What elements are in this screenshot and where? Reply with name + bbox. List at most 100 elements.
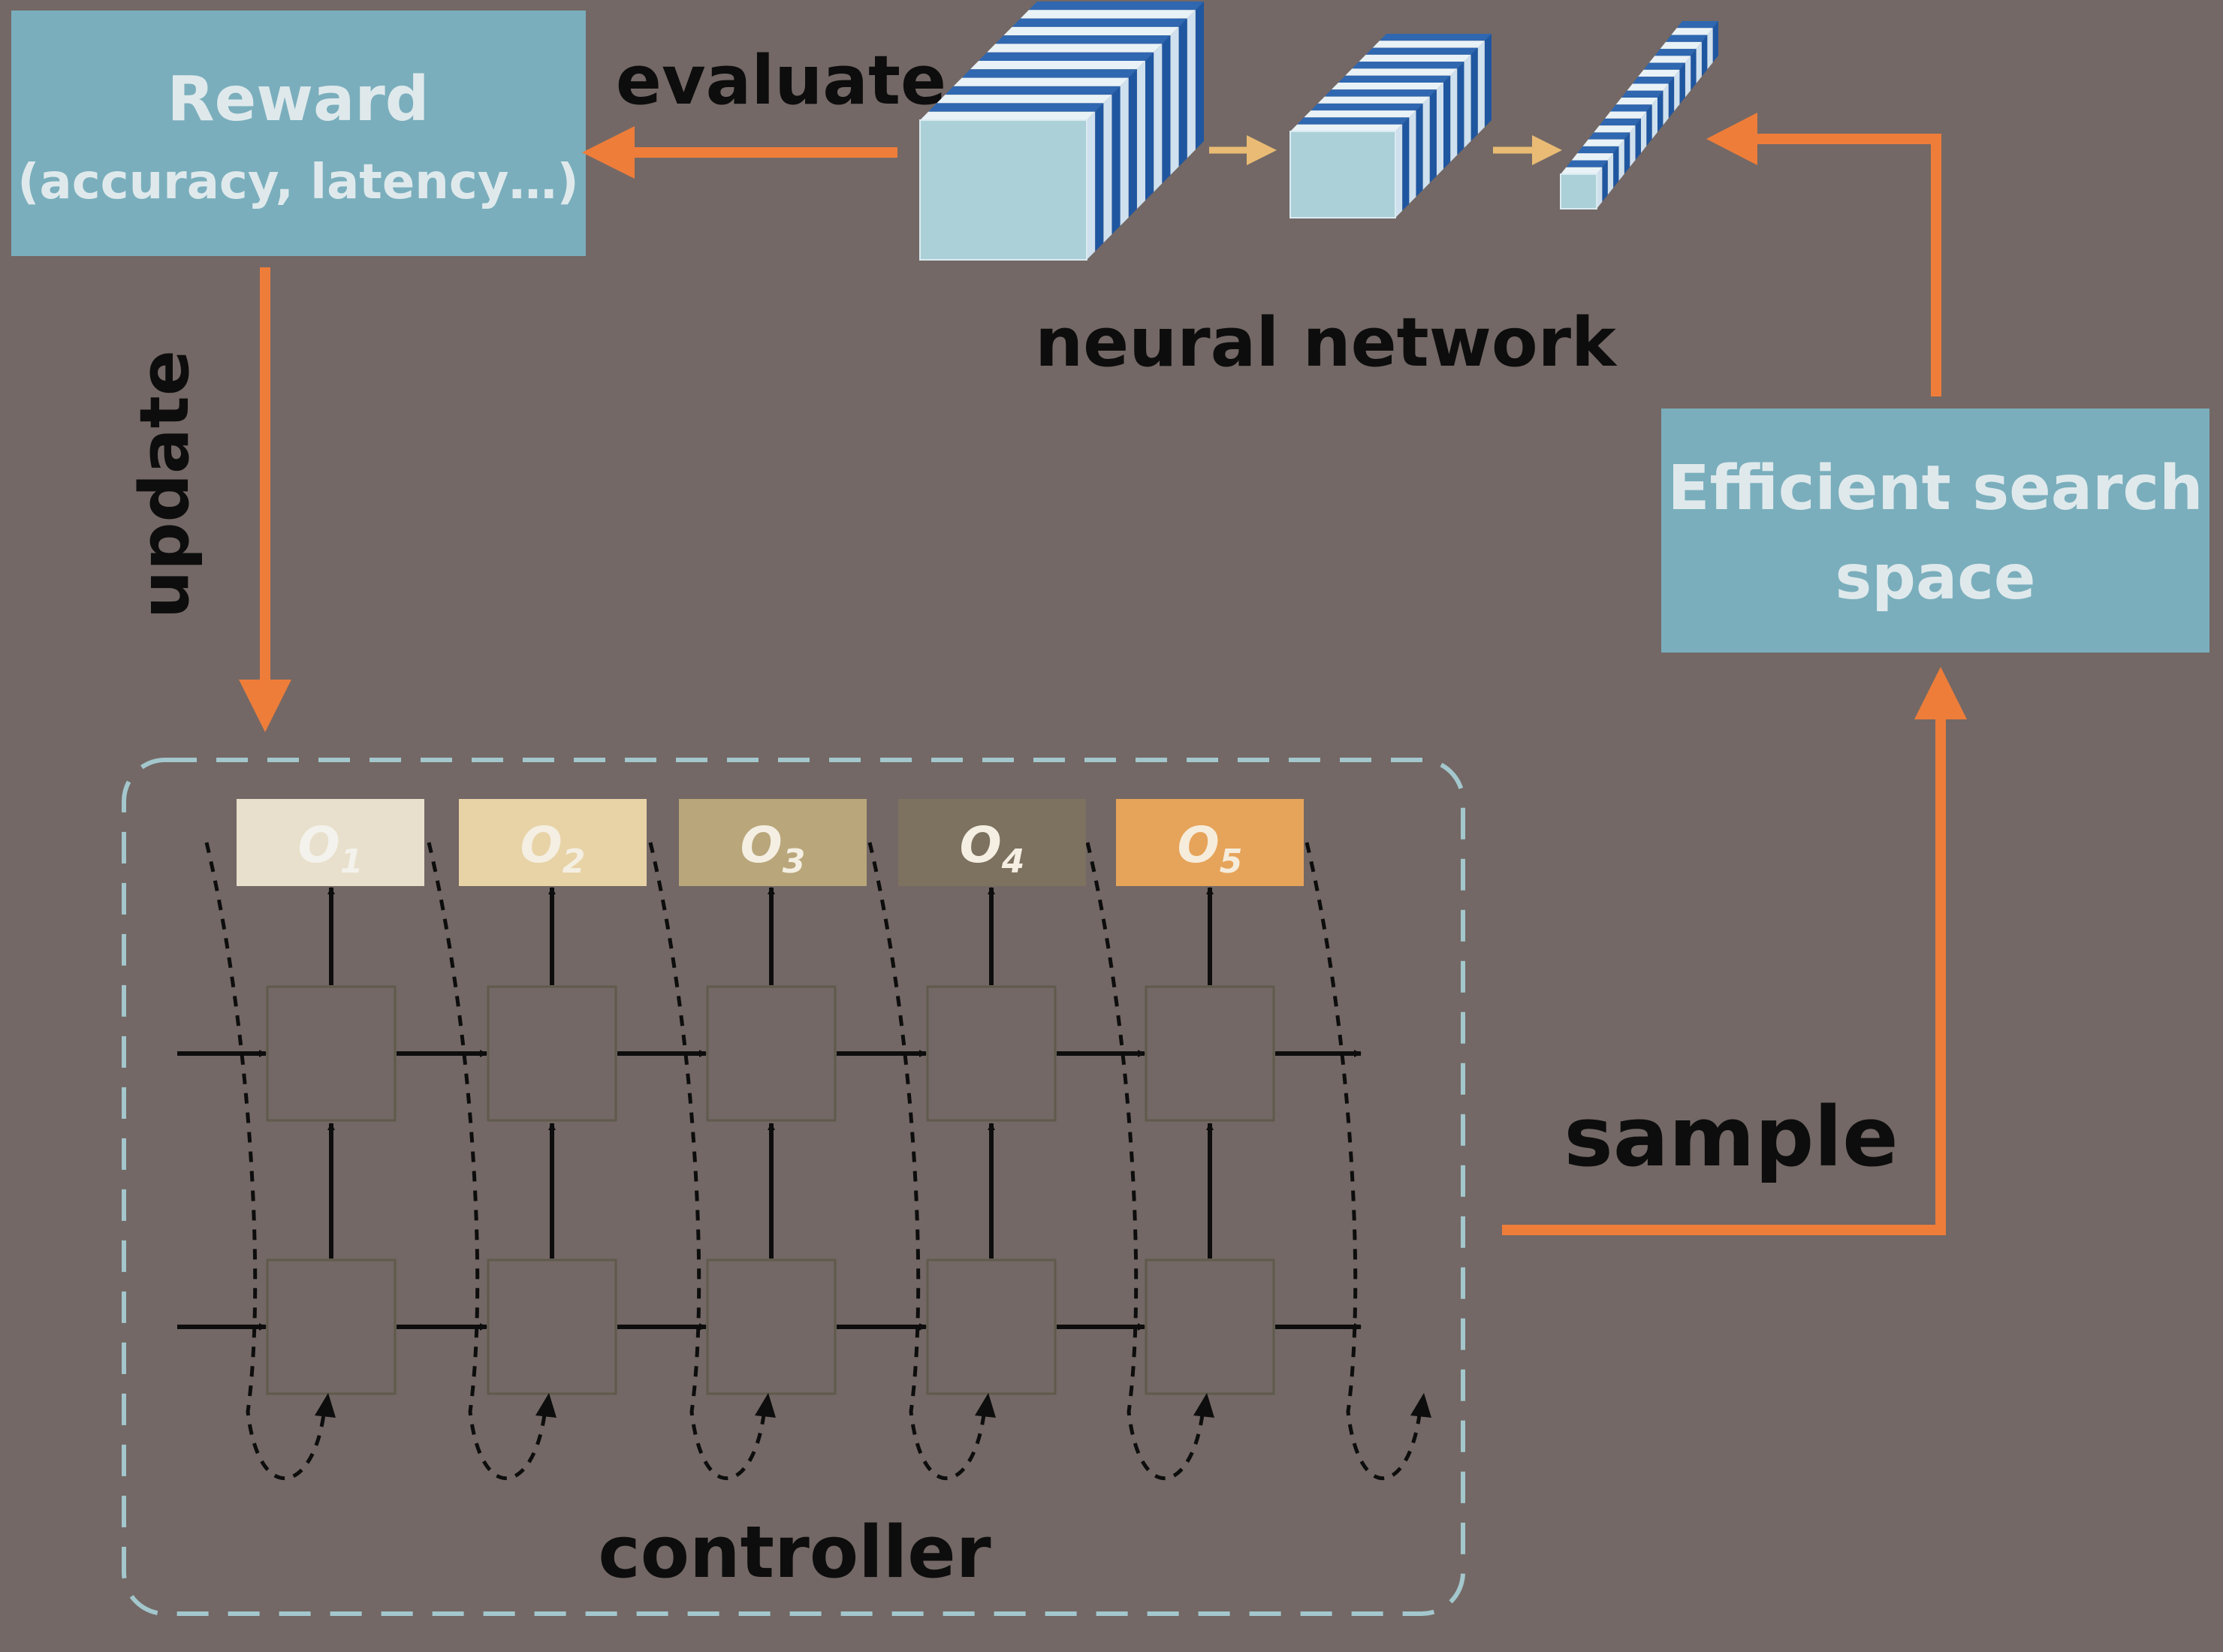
nn-layer-front: [1289, 131, 1396, 219]
search-to-network-arrow: [1706, 113, 1941, 396]
nn-slice-top: [1632, 77, 1675, 84]
nn-slice-top: [1660, 41, 1702, 50]
nn-slice-side: [1170, 26, 1179, 176]
nn-slice-side: [1416, 103, 1423, 197]
nn-slice-top: [1577, 146, 1619, 154]
nn-slice-side: [1484, 34, 1492, 128]
operation-box-5: O5: [1116, 799, 1304, 886]
nn-slice-side: [1674, 69, 1680, 112]
feedback-loop: [427, 842, 548, 1481]
search-space-line2: space: [1835, 542, 2035, 613]
nn-slice-top: [1599, 118, 1641, 126]
nn-slice-top: [1582, 139, 1624, 146]
nn-slice-side: [1613, 146, 1619, 188]
feedback-loop: [867, 842, 988, 1481]
nn-slice-side: [1668, 77, 1675, 119]
feedback-loop-arrowhead: [315, 1393, 336, 1418]
nn-slice-side: [1624, 132, 1630, 174]
operation-index: 5: [1220, 843, 1243, 881]
nn-slice-top: [953, 77, 1129, 86]
nn-slice-top: [961, 69, 1137, 78]
nn-slice-side: [1136, 61, 1145, 210]
feedback-loop: [204, 842, 327, 1481]
nn-slice-top: [1665, 35, 1708, 42]
nn-slice-top: [1359, 54, 1471, 62]
nn-slice-top: [1561, 167, 1603, 174]
nn-slice-side: [1657, 90, 1663, 132]
nn-slice-top: [1571, 153, 1614, 161]
rnn-cell-bottom: [1145, 1259, 1275, 1395]
nn-slice-side: [1154, 44, 1163, 192]
evaluate-label: evaluate: [616, 41, 946, 120]
reward-title: Reward: [167, 64, 430, 135]
update-label: update: [125, 350, 204, 619]
operation-index: 2: [563, 843, 586, 881]
neural-network-label: neural network: [1035, 303, 1618, 382]
operation-label: O3: [740, 816, 806, 881]
nn-slice-top: [1317, 96, 1430, 104]
nn-slice-top: [1638, 69, 1680, 77]
operation-label: O5: [1178, 816, 1243, 881]
rnn-cell-bottom: [266, 1259, 397, 1395]
nn-slice-side: [1409, 110, 1416, 204]
nn-slice-side: [1470, 47, 1478, 141]
nn-layer-small: [1560, 21, 1718, 210]
nn-slice-side: [1395, 124, 1403, 218]
controller-box: [122, 758, 1465, 1616]
nn-slice-side: [1195, 2, 1204, 150]
operation-row: O1 O2 O3 O4 O5: [237, 799, 1304, 886]
rnn-cell-top: [706, 985, 837, 1122]
nn-slice-side: [1128, 69, 1137, 218]
nn-slice-side: [1712, 21, 1718, 63]
nn-slice-side: [1112, 86, 1121, 235]
nn-slice-top: [1338, 75, 1451, 83]
sample-label: sample: [1564, 1089, 1898, 1185]
nn-slice-top: [1379, 34, 1492, 41]
nn-slice-top: [1654, 49, 1697, 56]
nn-slice-top: [1604, 111, 1647, 119]
nn-slice-top: [1627, 83, 1669, 91]
nn-slice-top: [1372, 41, 1485, 48]
nn-slice-top: [1676, 21, 1718, 29]
nn-slice-top: [1643, 62, 1685, 70]
rnn-cell-bottom: [487, 1259, 617, 1395]
nn-layer-large: [919, 2, 1204, 261]
nn-slice-side: [1162, 35, 1171, 184]
reward-box: Reward (accuracy, latency…): [11, 11, 586, 256]
nn-arrow-2: [1493, 135, 1562, 165]
feedback-loop-arrowhead: [975, 1393, 996, 1418]
nn-arrow-1: [1209, 135, 1277, 165]
operation-label: O1: [298, 816, 363, 881]
operation-label: O4: [960, 816, 1025, 881]
nn-slice-side: [1443, 75, 1451, 169]
feedback-loop-arrowhead: [1410, 1393, 1431, 1418]
feedback-loop: [1085, 842, 1206, 1481]
nn-slice-side: [1103, 95, 1112, 243]
feedback-loop: [648, 842, 768, 1481]
nn-slice-top: [1290, 124, 1403, 131]
nn-layer-front: [1560, 173, 1597, 210]
nn-slice-side: [1618, 139, 1624, 181]
nn-slice-side: [1607, 153, 1614, 195]
nn-slice-top: [1311, 103, 1423, 111]
nn-slice-side: [1178, 18, 1187, 167]
nn-slice-top: [995, 35, 1171, 44]
nn-slice-top: [1621, 90, 1663, 98]
nn-slice-side: [1187, 10, 1196, 158]
operation-box-4: O4: [898, 799, 1086, 886]
operation-box-2: O2: [459, 799, 647, 886]
nn-slice-top: [970, 61, 1145, 70]
reward-subtitle: (accuracy, latency…): [17, 155, 579, 210]
nn-slice-top: [1012, 18, 1187, 27]
nn-slice-top: [1671, 28, 1713, 35]
sample-arrow: [1502, 667, 1967, 1235]
nn-slice-side: [1696, 41, 1702, 84]
nn-slice-top: [1588, 132, 1630, 140]
nn-slice-side: [1685, 56, 1691, 98]
nn-slice-top: [987, 44, 1163, 53]
nn-slice-side: [1477, 41, 1485, 134]
nn-slice-top: [1003, 26, 1179, 36]
rnn-cell-bottom: [926, 1259, 1057, 1395]
nn-slice-side: [1422, 96, 1430, 190]
nn-slice-side: [1663, 83, 1669, 125]
